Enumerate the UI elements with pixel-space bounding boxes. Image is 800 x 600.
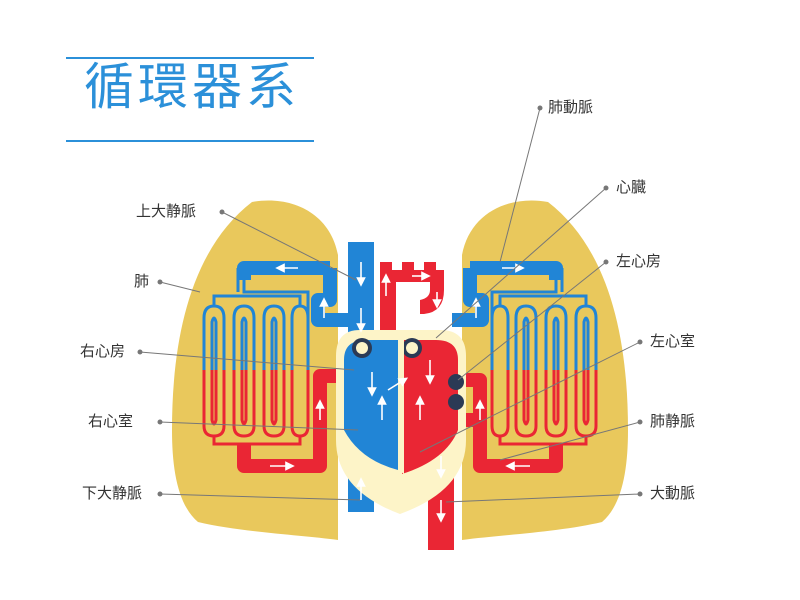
right-lung-capillaries-red: [490, 370, 598, 446]
label-right-ventricle: 右心室: [88, 412, 134, 430]
pulmonary-artery-vessels: [237, 261, 563, 327]
label-superior-vena-cava: 上大静脈: [136, 202, 197, 220]
label-aorta: 大動脈: [650, 484, 696, 502]
title-bottom-rule: [66, 140, 314, 142]
mitral-valve: [448, 374, 464, 390]
title-top-rule: [66, 57, 314, 59]
label-inferior-vena-cava: 下大静脈: [82, 484, 143, 502]
label-pulmonary-artery: 肺動脈: [548, 98, 594, 116]
label-left-atrium: 左心房: [616, 252, 662, 270]
label-right-atrium: 右心房: [80, 342, 126, 360]
label-pulmonary-vein: 肺静脈: [650, 412, 696, 430]
left-lung-capillaries-blue: [202, 268, 310, 370]
flow-arrows: [270, 262, 530, 523]
label-heart: 心臓: [616, 178, 647, 196]
leader-lines: [139, 107, 641, 503]
left-lung-capillaries-red: [202, 370, 310, 446]
pulmonary-vein-vessels: [237, 369, 563, 473]
label-left-ventricle: 左心室: [650, 332, 696, 350]
aortic-arch: [380, 262, 444, 330]
right-heart-chambers: [344, 340, 398, 470]
aortic-valve: [448, 394, 464, 410]
leader-dots: [137, 105, 643, 497]
diagram-title: 循環器系: [84, 58, 300, 116]
label-lung: 肺: [134, 272, 150, 290]
septum: [398, 340, 404, 474]
